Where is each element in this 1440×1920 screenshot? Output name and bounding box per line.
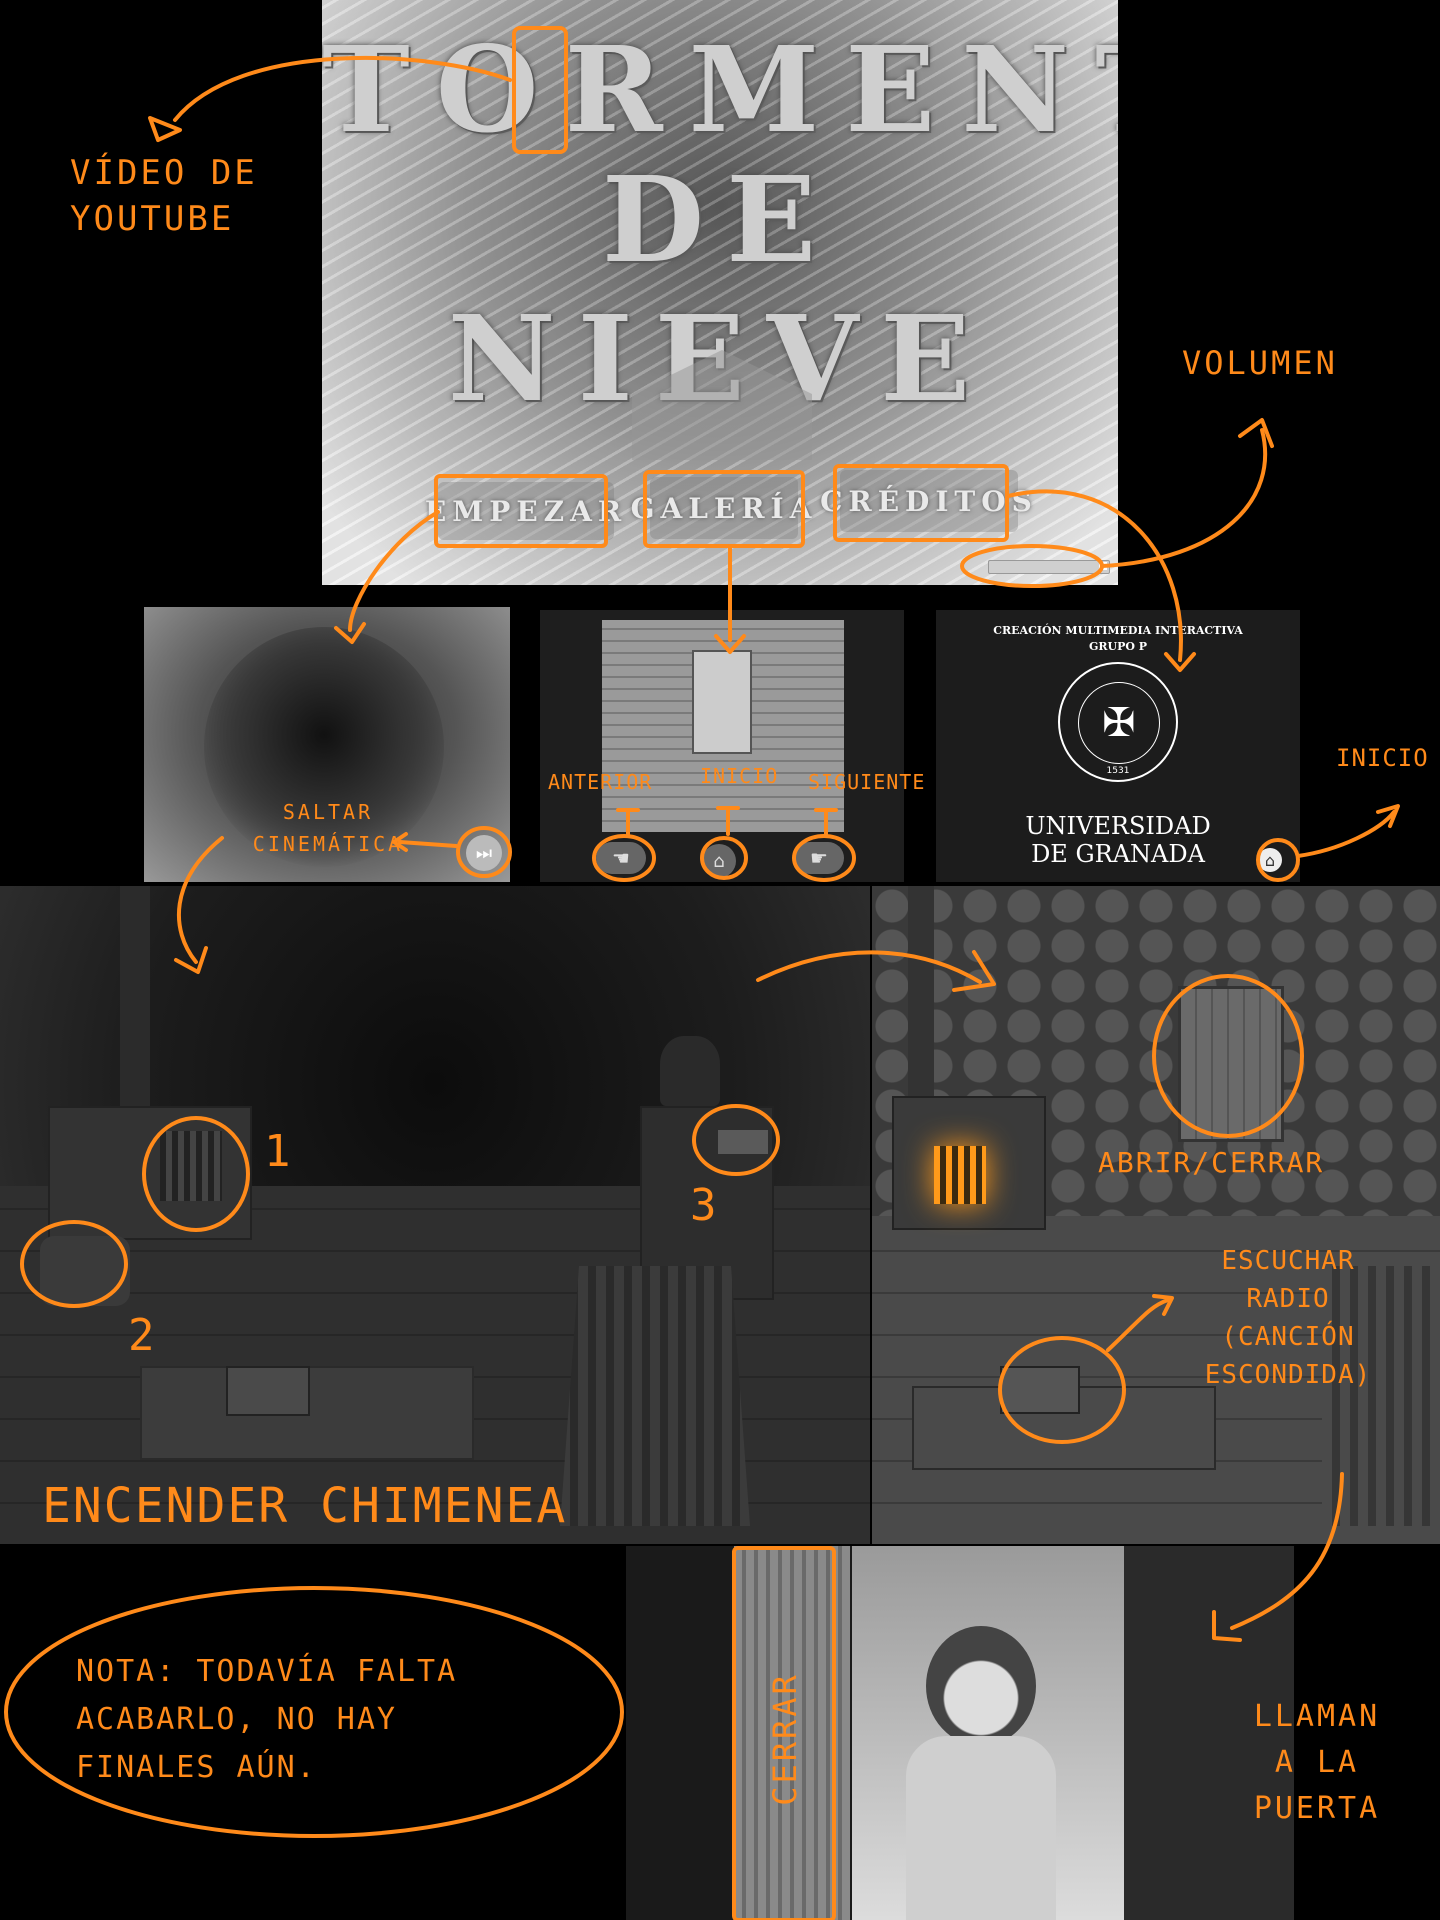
radio[interactable] — [226, 1366, 310, 1416]
home-icon[interactable]: ⌂ — [702, 844, 736, 878]
room-dark-screen — [0, 886, 870, 1544]
title-screen: TORMENTA DE NIEVE EMPEZAR GALERÍA CRÉDIT… — [322, 0, 1118, 585]
arrowhead-home-credits — [1376, 804, 1400, 828]
annotation-youtube: VÍDEO DE YOUTUBE — [70, 153, 258, 239]
firewood[interactable] — [40, 1236, 130, 1306]
arrow-home-credits — [1296, 810, 1396, 858]
seal-inner: ✠ — [1078, 682, 1160, 764]
face-shadow — [204, 627, 444, 867]
annotation-home-gallery: INICIO — [700, 764, 779, 788]
book-matches[interactable] — [718, 1130, 768, 1154]
home-icon[interactable]: ⌂ — [1258, 848, 1282, 872]
credits-line2: GRUPO P — [1088, 640, 1148, 653]
stove-pipe — [120, 886, 150, 1116]
annotation-previous: ANTERIOR — [548, 770, 653, 794]
game-title-line1: TORMENTA — [322, 20, 1118, 159]
university-name-line1: UNIVERSIDAD — [1025, 812, 1211, 840]
gallery-image — [602, 620, 844, 832]
volume-slider-handle[interactable] — [1099, 562, 1107, 570]
annotation-num-1: 1 — [264, 1126, 294, 1177]
gallery-screen: ☚ ⌂ ☛ — [540, 610, 904, 882]
volume-slider[interactable] — [988, 560, 1110, 574]
gallery-button[interactable]: GALERÍA — [631, 477, 811, 539]
annotation-volume: VOLUMEN — [1182, 344, 1338, 382]
hand-left-icon[interactable]: ☚ — [596, 842, 646, 874]
credits-line1: CREACIÓN MULTIMEDIA INTERACTIVA — [993, 624, 1243, 637]
university-name-line2: DE GRANADA — [1031, 840, 1205, 868]
hand-right-icon[interactable]: ☛ — [794, 842, 844, 874]
seal-year: 1531 — [1106, 766, 1130, 776]
annotation-next: SIGUIENTE — [808, 770, 926, 794]
radio[interactable] — [1000, 1366, 1080, 1414]
annotation-open-close: ABRIR/CERRAR — [1098, 1146, 1325, 1179]
girl-coat — [906, 1736, 1056, 1920]
annotation-light-fireplace: ENCENDER CHIMENEA — [42, 1478, 568, 1534]
stove-grill[interactable] — [160, 1131, 222, 1201]
stove-grill-lit[interactable] — [934, 1146, 986, 1204]
arrowhead-youtube — [148, 116, 182, 142]
university-seal-icon: ✠ 1531 — [1058, 662, 1178, 782]
annotation-home-credits: INICIO — [1336, 744, 1429, 772]
credits-screen: CREACIÓN MULTIMEDIA INTERACTIVA GRUPO P … — [936, 610, 1300, 882]
door[interactable] — [1178, 986, 1284, 1142]
annotation-knocking: LLAMAN A LA PUERTA — [1253, 1699, 1381, 1826]
credits-button[interactable]: CRÉDITOS — [820, 470, 1032, 532]
rocking-chair — [560, 1266, 750, 1526]
skip-icon[interactable]: ⏭ — [466, 835, 502, 871]
start-button[interactable]: EMPEZAR — [425, 482, 621, 540]
annotation-num-2: 2 — [128, 1310, 158, 1361]
annotation-note: NOTA: TODAVÍA FALTA ACABARLO, NO HAY FIN… — [76, 1654, 458, 1785]
arrowhead-volume — [1238, 418, 1274, 448]
annotation-listen-radio: ESCUCHAR RADIO (CANCIÓN ESCONDIDA) — [1204, 1246, 1372, 1390]
arrow-volume — [1100, 428, 1268, 568]
annotation-close: CERRAR — [766, 1672, 804, 1806]
door-knock-screen — [626, 1546, 1294, 1920]
room-lit-screen — [872, 886, 1440, 1544]
girl-head — [926, 1626, 1036, 1746]
gallery-door — [692, 650, 752, 754]
stove-pipe — [908, 886, 934, 1096]
annotation-skip: SALTAR CINEMÁTICA — [252, 800, 404, 856]
annotation-num-3: 3 — [690, 1180, 720, 1231]
plant — [660, 1036, 720, 1106]
